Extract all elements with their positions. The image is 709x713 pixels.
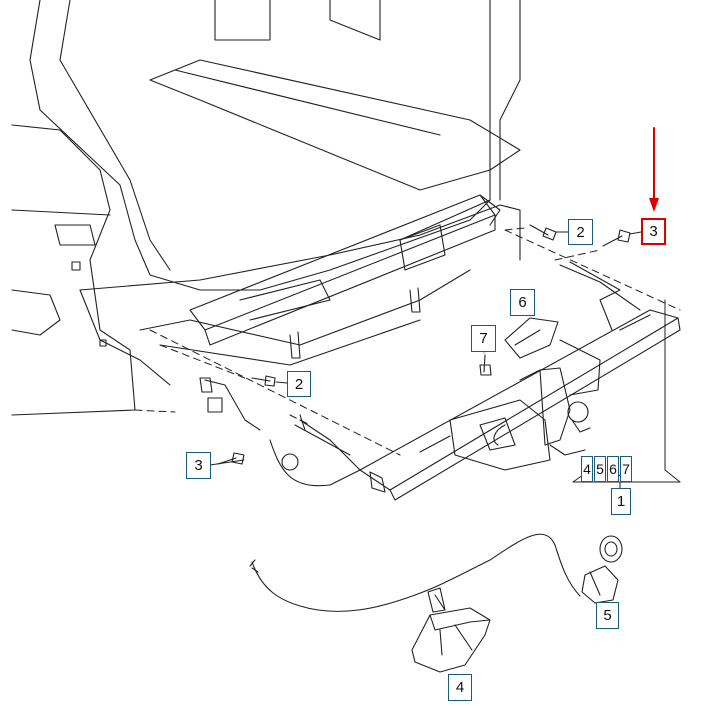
- bracket-6: [504, 317, 559, 359]
- wiring-harness: [199, 377, 361, 487]
- callout-group-6: 6: [607, 456, 619, 482]
- assembly-lines: [134, 227, 681, 456]
- callout-2-top: 2: [568, 219, 593, 245]
- callout-1: 1: [611, 488, 631, 515]
- bolt-top-3: [602, 229, 631, 247]
- bolt-mid-2: [251, 375, 276, 387]
- bolt-7: [479, 354, 492, 376]
- cable-assembly: [249, 533, 581, 612]
- callout-group-5: 5: [594, 456, 606, 482]
- callout-group-7: 7: [620, 456, 632, 482]
- towbar-assembly: [294, 261, 681, 501]
- callout-group-4: 4: [581, 456, 593, 482]
- callout-7: 7: [471, 325, 496, 352]
- vehicle-rear-body: [11, 0, 521, 416]
- socket-5: [581, 535, 623, 604]
- callout-3-top-highlighted[interactable]: 3: [641, 218, 666, 245]
- callout-6: 6: [510, 289, 535, 316]
- highlight-arrow: [649, 127, 659, 212]
- leader-lines: [209, 231, 681, 489]
- callout-2-mid: 2: [287, 371, 311, 397]
- callout-5-bottom: 5: [596, 602, 619, 629]
- bumper-carrier: [139, 194, 496, 366]
- housing-4: [411, 587, 491, 673]
- bolt-top-2: [529, 224, 557, 241]
- callout-3-left: 3: [186, 452, 211, 479]
- callout-4-bottom: 4: [448, 674, 472, 701]
